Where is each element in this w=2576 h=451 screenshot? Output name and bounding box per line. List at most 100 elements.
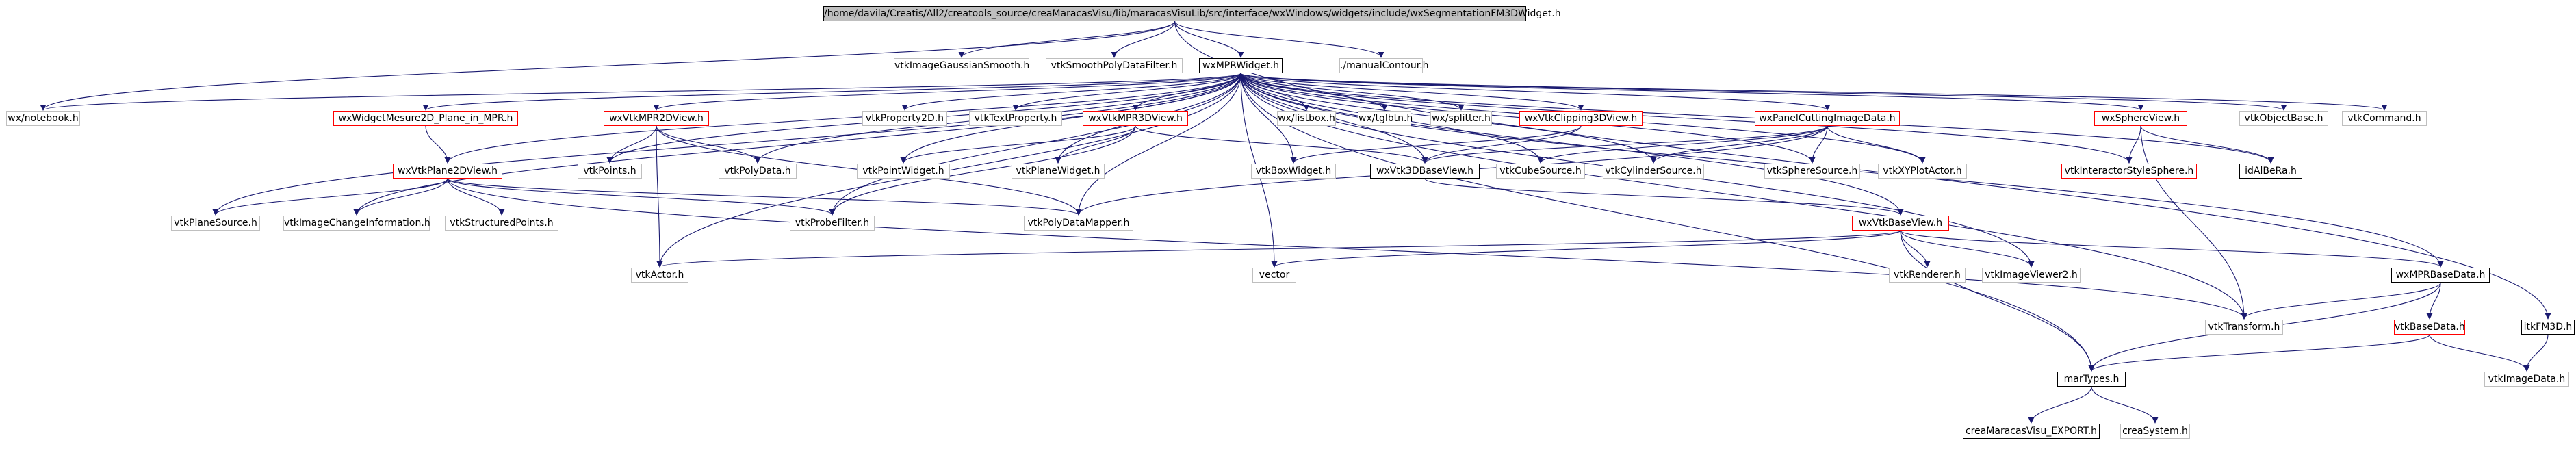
edge-mpr-to-plane2d <box>444 73 1241 164</box>
edge-cutting-to-spheresrc <box>1809 125 1828 164</box>
edge-mpr-to-pdmapper <box>1075 73 1241 216</box>
edge-mpr-to-objbase <box>1240 73 2287 111</box>
edge-basev-to-vector <box>1271 230 1901 268</box>
edge-mpr-to-actor <box>656 73 1241 268</box>
edge-layer <box>40 21 2551 424</box>
node-wxvtkmpr3dview[interactable]: wxVtkMPR3DView.h <box>1083 111 1188 126</box>
node-wx-splitter: wx/splitter.h <box>1430 111 1492 126</box>
node-wx-listbox: wx/listbox.h <box>1277 111 1336 126</box>
edge-cutting-to-xyplot <box>1827 125 1926 164</box>
edge-plane2d-to-transform <box>447 178 2247 320</box>
edge-mpr-to-mpr2d <box>653 73 1241 111</box>
node-itkfm3d[interactable]: itkFM3D.h <box>2521 320 2575 335</box>
node-wxvtkmpr2dview[interactable]: wxVtkMPR2DView.h <box>604 111 709 126</box>
node-vtkproperty2d: vtkProperty2D.h <box>862 111 947 126</box>
edge-mpr3d-to-pointwidget <box>900 125 1136 164</box>
edge-root-to-manual <box>1174 21 1384 58</box>
edge-sphereview-to-istyle <box>2126 125 2141 164</box>
edge-mprbase-to-transform <box>2241 282 2441 320</box>
node-wxsphereview[interactable]: wxSphereView.h <box>2094 111 2187 126</box>
edge-mpr2d-to-actor <box>656 125 663 268</box>
edge-plane2d-to-structpts <box>447 178 505 216</box>
edge-basev-to-actor <box>657 230 1901 268</box>
node-wxpanelcuttingimagedata[interactable]: wxPanelCuttingImageData.h <box>1755 111 1900 126</box>
edge-cutting-to-cylinder <box>1650 125 1828 164</box>
node-vtkimagegaussiansmooth: vtkImageGaussianSmooth.h <box>894 58 1029 73</box>
edge-mpr-to-cutting <box>1240 73 1831 111</box>
edge-mpr-to-sphereview <box>1240 73 2144 111</box>
edge-mpr-to-command <box>1240 73 2387 111</box>
edge-mpr2d-to-polydata <box>656 125 761 164</box>
edge-clip3d-to-base3d <box>1421 125 1582 164</box>
node-vtkpointwidget: vtkPointWidget.h <box>857 164 950 179</box>
node-vtkpolydata: vtkPolyData.h <box>719 164 797 179</box>
node-wxmprbasedata[interactable]: wxMPRBaseData.h <box>2391 268 2490 283</box>
node-vector: vector <box>1252 268 1296 283</box>
edge-plane2d-to-planesrc <box>212 178 448 216</box>
edge-root-to-gauss <box>958 21 1176 58</box>
edge-sphereview-to-idalbera <box>2140 125 2274 164</box>
node-vtkspheresource: vtkSphereSource.h <box>1764 164 1860 179</box>
node-wxvtkclipping3dview[interactable]: wxVtkClipping3DView.h <box>1519 111 1643 126</box>
node-wx-tglbtn: wx/tglbtn.h <box>1358 111 1413 126</box>
node-vtkbasedata[interactable]: vtkBaseData.h <box>2394 320 2465 335</box>
edge-martypes-to-creasys <box>2091 386 2159 424</box>
edge-mpr-to-istyle <box>1240 73 2133 164</box>
edge-mpr-to-boxwidget <box>1240 73 1297 164</box>
edge-martypes-to-export <box>2028 386 2092 424</box>
node-wx-notebook: wx/notebook.h <box>6 111 80 126</box>
node-vtktextproperty: vtkTextProperty.h <box>969 111 1062 126</box>
node-creamaracasvisu-export[interactable]: creaMaracasVisu_EXPORT.h <box>1963 424 2100 439</box>
edge-mpr3d-to-base3d <box>1135 125 1428 164</box>
edge-mpr-to-probe <box>829 73 1241 216</box>
edge-root-to-notebook <box>40 21 1176 111</box>
edge-clip3d-to-boxwidget <box>1290 125 1582 164</box>
edge-itkfm-to-imagedata <box>2523 334 2549 372</box>
edge-root-to-smooth <box>1111 21 1176 58</box>
node-vtkactor: vtkActor.h <box>631 268 688 283</box>
node-vtkimagedata: vtkImageData.h <box>2484 372 2569 387</box>
edge-basev-to-mprbase <box>1900 230 2444 268</box>
node-vtkprobefilter: vtkProbeFilter.h <box>790 216 875 231</box>
edge-basedata-to-imagedata <box>2429 334 2530 372</box>
node-martypes[interactable]: marTypes.h <box>2057 372 2126 387</box>
node-vtkstructuredpoints: vtkStructuredPoints.h <box>445 216 558 231</box>
edge-mpr-to-clip3d <box>1240 73 1584 111</box>
edge-mpr-to-textprop <box>1012 73 1241 111</box>
node-wxvtkplane2dview[interactable]: wxVtkPlane2DView.h <box>393 164 502 179</box>
edge-mpr-to-martypes <box>1240 73 2095 372</box>
edge-mpr-to-notebook <box>40 73 1241 111</box>
node-vtkxyplotactor: vtkXYPlotActor.h <box>1878 164 1967 179</box>
edge-mprbase-to-basedata <box>2426 282 2441 320</box>
node-wxvtk3dbaseview[interactable]: wxVtk3DBaseView.h <box>1370 164 1480 179</box>
edge-cutting-to-cube <box>1537 125 1828 164</box>
node-vtkobjectbase: vtkObjectBase.h <box>2239 111 2328 126</box>
edge-basev-to-renderer <box>1900 230 1931 268</box>
edge-plane2d-to-pdmapper <box>447 178 1082 216</box>
edge-basev-to-martypes <box>1900 230 2095 372</box>
edge-mpr-to-pointwidget <box>900 73 1241 164</box>
edge-basedata-to-martypes <box>2088 334 2430 372</box>
edge-mpr-to-basev <box>1240 73 1904 216</box>
node-vtkpolydatamapper: vtkPolyDataMapper.h <box>1024 216 1133 231</box>
node-vtksmoothpolydatafilter: vtkSmoothPolyDataFilter.h <box>1046 58 1183 73</box>
node-vtktransform: vtkTransform.h <box>2205 320 2283 335</box>
edge-root-to-itkfm <box>1174 21 2551 320</box>
edge-mesure-to-plane2d <box>425 125 451 164</box>
node-wxvtkbaseview[interactable]: wxVtkBaseView.h <box>1852 216 1949 231</box>
edge-mpr-to-mesure <box>422 73 1241 111</box>
node-wxwidgetmesure2d-plane-in-mpr[interactable]: wxWidgetMesure2D_Plane_in_MPR.h <box>333 111 518 126</box>
node-creasystem: creaSystem.h <box>2120 424 2190 439</box>
node-wxmprwidget[interactable]: wxMPRWidget.h <box>1199 58 1283 73</box>
node-vtkrenderer: vtkRenderer.h <box>1889 268 1966 283</box>
node-vtkboxwidget: vtkBoxWidget.h <box>1251 164 1336 179</box>
edge-mpr2d-to-points <box>606 125 657 164</box>
node-vtkinteractorstylesphere[interactable]: vtkInteractorStyleSphere.h <box>2061 164 2197 179</box>
node-vtkpoints: vtkPoints.h <box>578 164 642 179</box>
node-idalbera[interactable]: idAlBeRa.h <box>2239 164 2302 179</box>
node-manualcontour: ./manualContour.h <box>1339 58 1429 73</box>
node-vtkcommand: vtkCommand.h <box>2342 111 2427 126</box>
edge-mpr3d-to-probe <box>829 125 1136 216</box>
edge-sphereview-to-transform <box>2140 125 2247 320</box>
